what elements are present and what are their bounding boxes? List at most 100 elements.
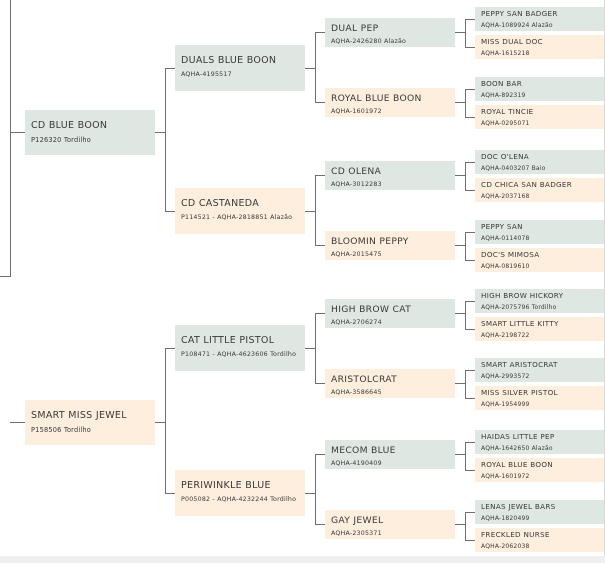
- connector-line: [465, 512, 475, 513]
- connector-line: [165, 211, 175, 212]
- gen3-horse-2[interactable]: ROYAL BLUE BOON AQHA-1601972: [325, 88, 455, 117]
- gen3-horse-7[interactable]: MECOM BLUE AQHA-4190409: [325, 440, 455, 469]
- connector-line: [465, 540, 475, 541]
- horse-registration: AQHA-892319: [481, 92, 526, 99]
- horse-registration: AQHA-2706274: [331, 319, 382, 326]
- horse-registration: AQHA-2037168: [481, 193, 530, 200]
- connector-line: [315, 383, 325, 384]
- gen1-sire[interactable]: CD BLUE BOON P126320 Tordilho: [25, 110, 155, 155]
- horse-name: FRECKLED NURSE: [481, 530, 550, 539]
- gen4-horse-12[interactable]: MISS SILVER PISTOL AQHA-1954999: [475, 386, 604, 410]
- connector-line: [465, 512, 466, 541]
- horse-name: CD OLENA: [331, 166, 382, 177]
- horse-name: BOON BAR: [481, 79, 523, 88]
- gen4-horse-5[interactable]: DOC O'LENA AQHA-0403207 Baio: [475, 150, 604, 174]
- gen4-horse-15[interactable]: LENAS JEWEL BARS AQHA-1820499: [475, 500, 604, 524]
- connector-line: [10, 422, 25, 423]
- horse-name: CAT LITTLE PISTOL: [181, 335, 275, 346]
- connector-line: [315, 524, 325, 525]
- connector-line: [315, 32, 325, 33]
- gen4-horse-10[interactable]: SMART LITTLE KITTY AQHA-2198722: [475, 317, 604, 341]
- connector-line: [465, 162, 466, 191]
- gen2-horse-3[interactable]: CAT LITTLE PISTOL P108471 - AQHA-4623606…: [175, 325, 305, 371]
- horse-name: MISS SILVER PISTOL: [481, 388, 558, 397]
- horse-registration: AQHA-4190409: [331, 460, 382, 467]
- horse-registration: AQHA-2305371: [331, 530, 382, 537]
- connector-line: [305, 493, 315, 494]
- horse-name: HAIDAS LITTLE PEP: [481, 432, 555, 441]
- horizontal-scrollbar-track[interactable]: [0, 556, 605, 563]
- horse-registration: AQHA-3012283: [331, 181, 382, 188]
- gen3-horse-5[interactable]: HIGH BROW CAT AQHA-2706274: [325, 299, 455, 328]
- gen4-horse-9[interactable]: HIGH BROW HICKORY AQHA-2075796 Tordilho: [475, 289, 604, 313]
- gen3-horse-6[interactable]: ARISTOLCRAT AQHA-3586645: [325, 369, 455, 398]
- horse-registration: P108471 - AQHA-4623606 Tordilho: [181, 351, 297, 358]
- connector-line: [465, 398, 475, 399]
- connector-line: [315, 102, 325, 103]
- connector-line: [165, 348, 175, 349]
- connector-line: [315, 313, 325, 314]
- horse-registration: AQHA-3586645: [331, 389, 382, 396]
- connector-line: [155, 422, 165, 423]
- gen2-horse-2[interactable]: CD CASTANEDA P114521 - AQHA-2818851 Alaz…: [175, 188, 305, 234]
- gen4-horse-14[interactable]: ROYAL BLUE BOON AQHA-1601972: [475, 458, 604, 482]
- horse-registration: AQHA-1601972: [331, 108, 382, 115]
- horse-registration: AQHA-1615218: [481, 50, 530, 57]
- gen4-horse-4[interactable]: ROYAL TINCIE AQHA-0295071: [475, 105, 604, 129]
- horse-registration: AQHA-0819610: [481, 263, 530, 270]
- gen4-horse-1[interactable]: PEPPY SAN BADGER AQHA-1089924 Alazão: [475, 7, 604, 31]
- gen4-horse-16[interactable]: FRECKLED NURSE AQHA-2062038: [475, 528, 604, 552]
- connector-line: [465, 89, 475, 90]
- gen4-horse-8[interactable]: DOC'S MIMOSA AQHA-0819610: [475, 248, 604, 272]
- horse-name: PEPPY SAN BADGER: [481, 9, 558, 18]
- connector-line: [165, 493, 175, 494]
- gen4-horse-2[interactable]: MISS DUAL DOC AQHA-1615218: [475, 35, 604, 59]
- connector-line: [455, 524, 465, 525]
- horse-registration: AQHA-1820499: [481, 515, 530, 522]
- connector-line: [315, 175, 325, 176]
- horse-registration: AQHA-2426280 Alazão: [331, 38, 407, 45]
- horse-registration: AQHA-1642650 Alazão: [481, 445, 553, 452]
- horse-name: HIGH BROW CAT: [331, 304, 411, 315]
- connector-line: [315, 175, 316, 246]
- connector-line: [455, 32, 465, 33]
- gen4-horse-7[interactable]: PEPPY SAN AQHA-0114078: [475, 220, 604, 244]
- horse-name: DOC O'LENA: [481, 152, 529, 161]
- gen2-horse-4[interactable]: PERIWINKLE BLUE P005082 - AQHA-4232244 T…: [175, 470, 305, 516]
- gen3-horse-3[interactable]: CD OLENA AQHA-3012283: [325, 161, 455, 190]
- horse-registration: AQHA-4195517: [181, 71, 232, 78]
- horse-registration: AQHA-2198722: [481, 332, 530, 339]
- gen3-horse-8[interactable]: GAY JEWEL AQHA-2305371: [325, 510, 455, 539]
- horse-registration: AQHA-2062038: [481, 543, 530, 550]
- gen3-horse-4[interactable]: BLOOMIN PEPPY AQHA-2015475: [325, 231, 455, 260]
- gen2-horse-1[interactable]: DUALS BLUE BOON AQHA-4195517: [175, 45, 305, 91]
- connector-line: [305, 68, 315, 69]
- horse-name: ARISTOLCRAT: [331, 374, 398, 385]
- gen4-horse-3[interactable]: BOON BAR AQHA-892319: [475, 77, 604, 101]
- connector-line: [465, 19, 475, 20]
- gen4-horse-11[interactable]: SMART ARISTOCRAT AQHA-2993572: [475, 358, 604, 382]
- connector-line: [465, 260, 475, 261]
- gen4-horse-13[interactable]: HAIDAS LITTLE PEP AQHA-1642650 Alazão: [475, 430, 604, 454]
- horse-name: PERIWINKLE BLUE: [181, 480, 271, 491]
- connector-line: [465, 190, 475, 191]
- horse-registration: AQHA-2993572: [481, 373, 530, 380]
- connector-line: [155, 132, 165, 133]
- connector-line: [315, 454, 325, 455]
- gen4-horse-6[interactable]: CD CHICA SAN BADGER AQHA-2037168: [475, 178, 604, 202]
- horse-name: MECOM BLUE: [331, 445, 396, 456]
- horse-name: SMART LITTLE KITTY: [481, 319, 559, 328]
- horse-name: SMART ARISTOCRAT: [481, 360, 558, 369]
- connector-line: [465, 442, 466, 471]
- horse-registration: AQHA-1601972: [481, 473, 530, 480]
- connector-line: [465, 47, 475, 48]
- connector-line: [305, 348, 315, 349]
- connector-line: [465, 89, 466, 118]
- gen1-dam[interactable]: SMART MISS JEWEL P158506 Tordilho: [25, 400, 155, 445]
- connector-line: [465, 117, 475, 118]
- horse-registration: AQHA-1954999: [481, 401, 530, 408]
- connector-line: [465, 301, 475, 302]
- horse-name: BLOOMIN PEPPY: [331, 236, 409, 247]
- gen3-horse-1[interactable]: DUAL PEP AQHA-2426280 Alazão: [325, 18, 455, 47]
